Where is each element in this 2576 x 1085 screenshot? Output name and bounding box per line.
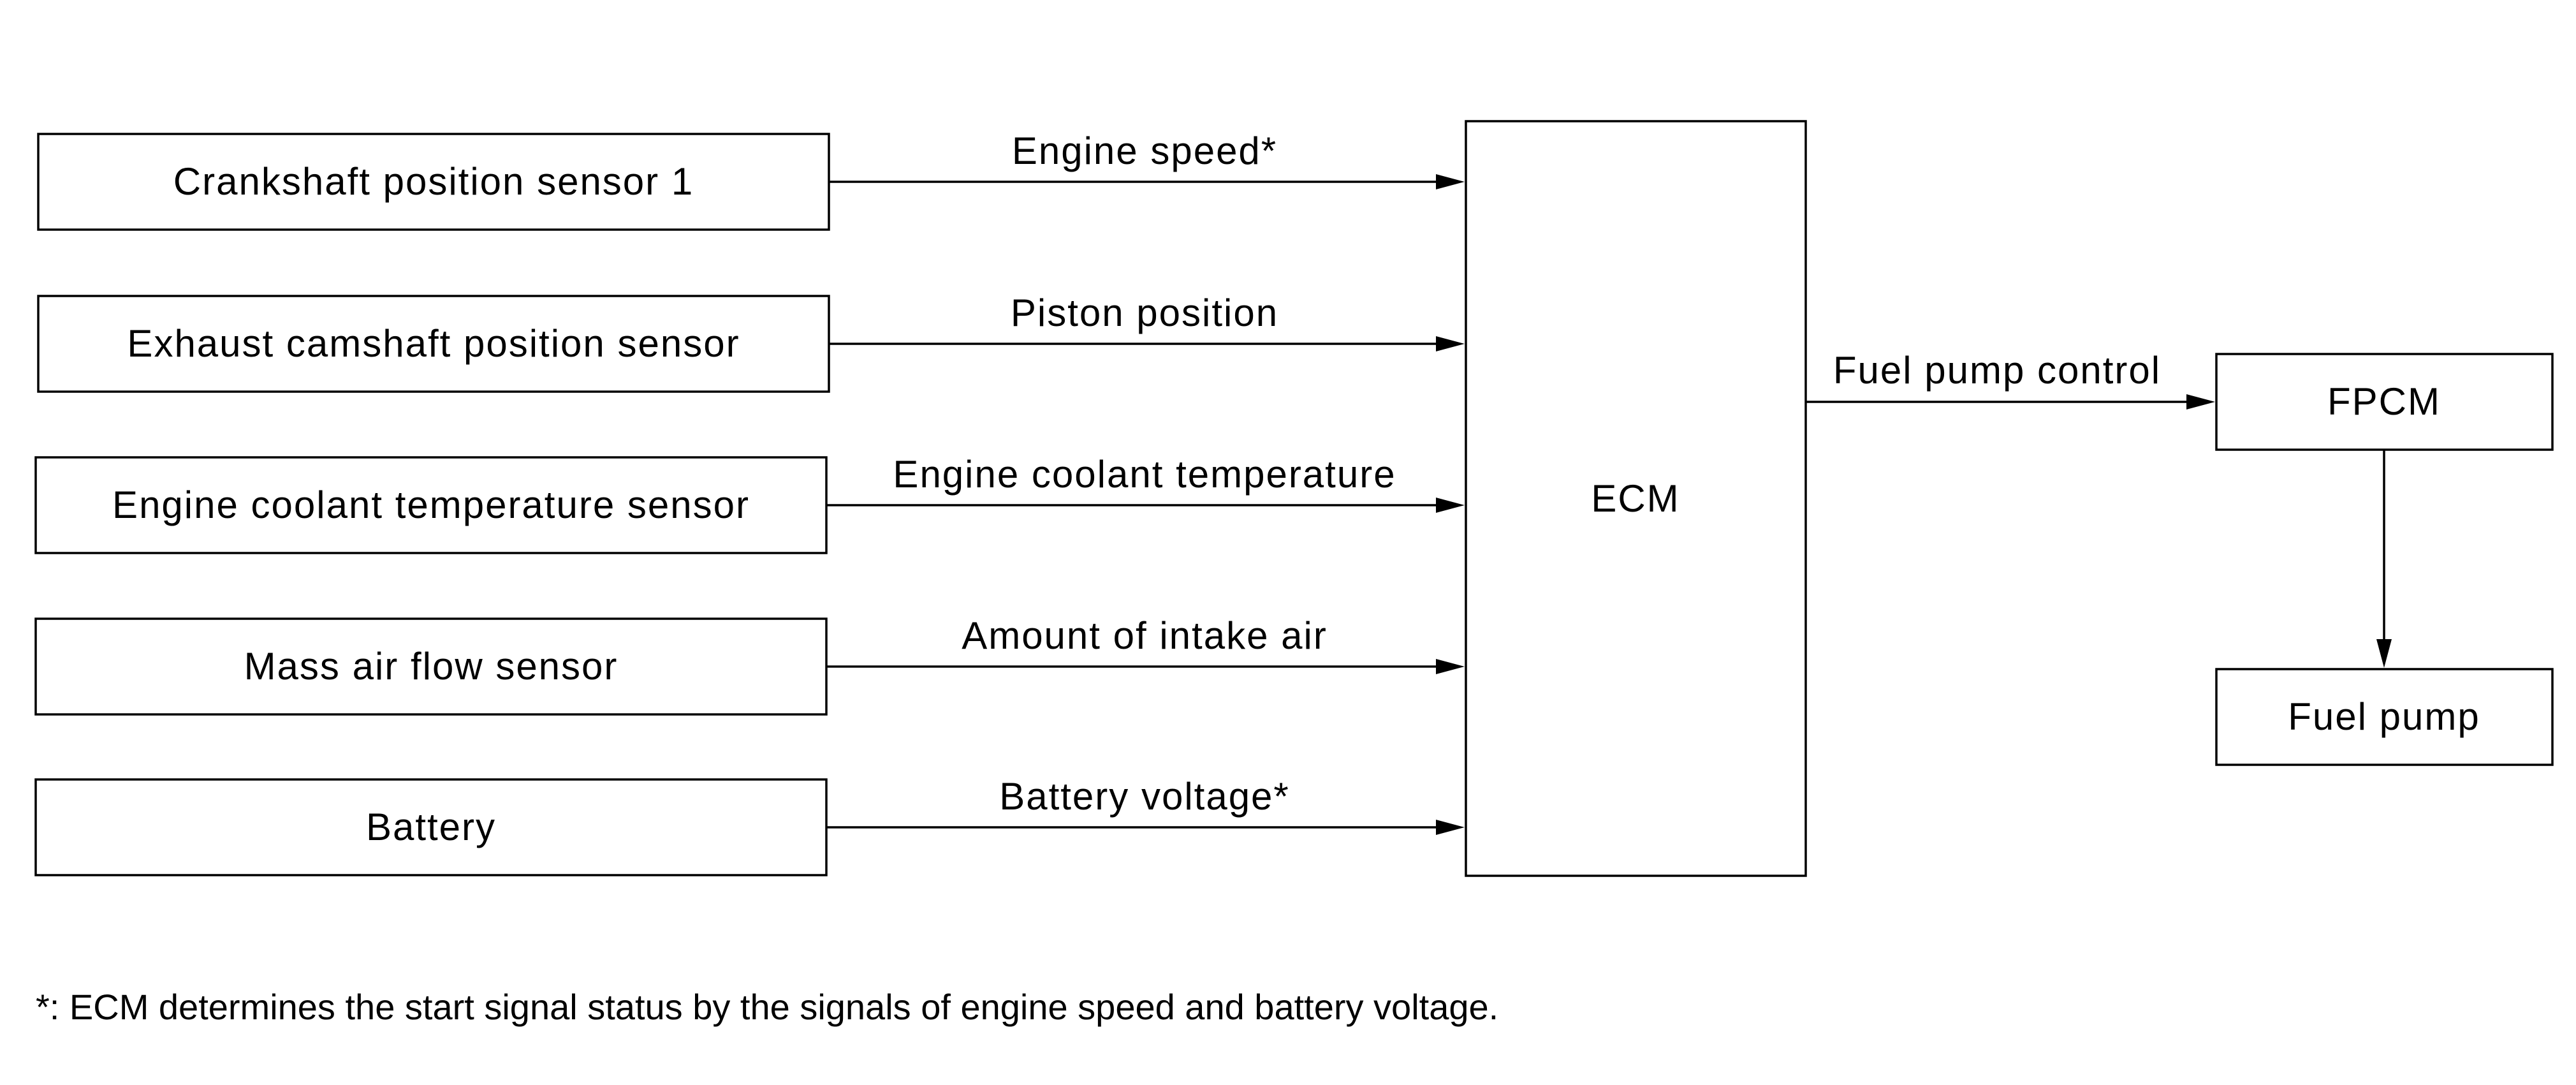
input-box (34, 456, 828, 554)
input-label: Battery (366, 806, 496, 848)
module-fpcm: FPCM (2215, 353, 2554, 451)
input-box (37, 133, 830, 231)
signal-amount-of-intake-air: Amount of intake air (826, 614, 1465, 674)
connection-fpcm-to-fuel-pump (2376, 450, 2392, 668)
input-box (37, 295, 830, 393)
input-exhaust-camshaft-position-sensor: Exhaust camshaft position sensor (37, 295, 830, 393)
input-label: Mass air flow sensor (244, 645, 618, 688)
signal-fuel-pump-control: Fuel pump control (1806, 349, 2215, 410)
arrow-right-icon (1436, 498, 1465, 513)
input-mass-air-flow-sensor: Mass air flow sensor (34, 617, 828, 716)
actuator-fuel-pump: Fuel pump (2215, 668, 2554, 766)
ecm-label: ECM (1591, 477, 1680, 520)
controller-ecm: ECM (1465, 120, 1807, 877)
arrow-down-icon (2376, 639, 2392, 668)
signal-label: Piston position (1011, 292, 1278, 334)
input-label: Exhaust camshaft position sensor (127, 322, 740, 365)
input-box (34, 617, 828, 716)
signal-label: Fuel pump control (1833, 349, 2161, 392)
footnote: *: ECM determines the start signal statu… (36, 987, 1498, 1027)
arrow-right-icon (2186, 394, 2215, 410)
signal-label: Battery voltage* (999, 775, 1290, 818)
input-engine-coolant-temperature-sensor: Engine coolant temperature sensor (34, 456, 828, 554)
input-label: Engine coolant temperature sensor (112, 483, 750, 526)
input-battery: Battery (34, 778, 828, 876)
fpcm-label: FPCM (2327, 380, 2441, 423)
arrow-right-icon (1436, 659, 1465, 674)
signal-engine-speed: Engine speed* (829, 129, 1465, 189)
fuel-pump-label: Fuel pump (2288, 695, 2480, 738)
signal-label: Amount of intake air (962, 614, 1328, 657)
arrow-right-icon (1436, 820, 1465, 835)
signal-battery-voltage: Battery voltage* (826, 775, 1465, 835)
input-crankshaft-position-sensor: Crankshaft position sensor 1 (37, 133, 830, 231)
arrow-right-icon (1436, 174, 1465, 189)
signal-label: Engine speed* (1012, 129, 1277, 172)
fpcm-box (2215, 353, 2554, 451)
fuel-pump-box (2215, 668, 2554, 766)
signal-piston-position: Piston position (829, 292, 1465, 351)
signal-engine-coolant-temperature: Engine coolant temperature (826, 453, 1465, 513)
ecm-box (1465, 120, 1807, 877)
arrow-right-icon (1436, 336, 1465, 351)
input-box (34, 778, 828, 876)
input-label: Crankshaft position sensor 1 (173, 160, 694, 203)
signal-label: Engine coolant temperature (893, 453, 1396, 496)
